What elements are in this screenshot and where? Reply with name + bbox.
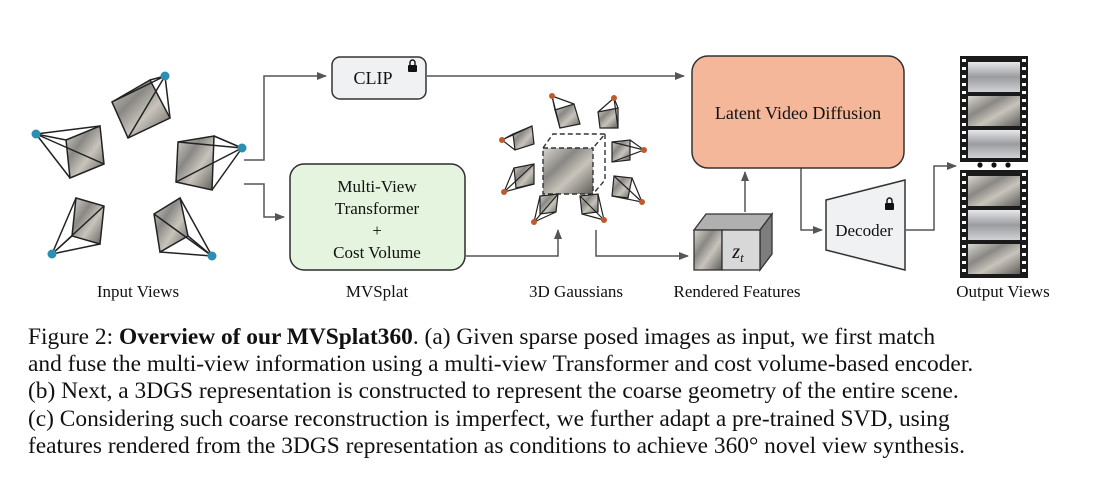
- camera-frustum: [47, 197, 105, 259]
- rendered-features-block: zt: [692, 212, 774, 272]
- decoder-block: Decoder: [825, 179, 906, 271]
- decoder-label: Decoder: [835, 221, 893, 240]
- gaussian-camera: [501, 163, 535, 195]
- caption-line-2: and fuse the multi-view information usin…: [28, 351, 974, 378]
- figure-caption: Figure 2: Overview of our MVSplat360. (a…: [28, 324, 1078, 460]
- camera-center-dot: [47, 249, 57, 259]
- caption-line-3: (b) Next, a 3DGS representation is const…: [28, 378, 959, 405]
- camera-frustum: [153, 196, 217, 261]
- clip-box: CLIP: [331, 56, 427, 100]
- ellipsis-dots: [977, 162, 1011, 168]
- gaussian-camera: [611, 175, 645, 205]
- output-frame: [968, 210, 1020, 240]
- gaussians-scene: [499, 93, 647, 225]
- mvsplat-line-2: Transformer: [335, 199, 420, 218]
- camera-center-dot: [237, 143, 247, 153]
- camera-center-dot: [160, 71, 170, 81]
- camera-center-dot: [207, 251, 217, 261]
- output-frame: [968, 176, 1020, 206]
- camera-center-dot: [31, 129, 41, 139]
- svg-text:zt: zt: [731, 241, 744, 265]
- output-frame: [968, 96, 1020, 126]
- camera-frustum: [111, 71, 172, 140]
- camera-frustum: [31, 124, 105, 180]
- input-views: [31, 71, 247, 261]
- output-frame: [968, 244, 1020, 274]
- output-frame: [968, 62, 1020, 92]
- mvsplat-line-3: +: [372, 221, 382, 240]
- mvsplat-line-1: Multi-View: [337, 177, 417, 196]
- zt-symbol: z: [731, 241, 740, 263]
- gaussian-camera: [499, 125, 535, 151]
- caption-line-5: features rendered from the 3DGS represen…: [28, 432, 965, 459]
- lock-icon: [885, 197, 894, 210]
- mvsplat-label: MVSplat: [346, 282, 409, 301]
- caption-line-4: (c) Considering such coarse reconstructi…: [28, 405, 950, 432]
- mvsplat-encoder-box: Multi-View Transformer + Cost Volume: [289, 163, 466, 271]
- caption-figure-label: Figure 2:: [28, 324, 114, 350]
- gaussian-camera: [579, 193, 607, 223]
- diffusion-label: Latent Video Diffusion: [715, 103, 881, 123]
- zt-subscript: t: [740, 250, 744, 265]
- rendered-features-label: Rendered Features: [674, 282, 801, 301]
- gaussian-camera: [531, 193, 559, 225]
- overview-diagram: Input Views CLIP Multi-View Transformer …: [31, 55, 1050, 301]
- latent-video-diffusion-box: Latent Video Diffusion: [691, 55, 905, 169]
- caption-title: Overview of our MVSplat360: [118, 324, 413, 350]
- gaussian-camera: [549, 93, 581, 129]
- gaussian-camera: [597, 95, 619, 129]
- caption-line-1: . (a) Given sparse posed images as input…: [412, 324, 936, 350]
- input-views-label: Input Views: [97, 282, 179, 301]
- camera-frustum: [175, 135, 247, 191]
- clip-label: CLIP: [353, 68, 392, 88]
- output-views-label: Output Views: [956, 282, 1050, 301]
- gaussian-camera: [611, 139, 647, 163]
- scene-bounding-box: [542, 133, 607, 195]
- gaussians-label: 3D Gaussians: [529, 282, 623, 301]
- mvsplat-line-4: Cost Volume: [333, 243, 421, 262]
- connector-arrows: [244, 72, 957, 260]
- output-views-filmstrip: [960, 56, 1028, 278]
- output-frame: [968, 130, 1020, 158]
- lock-icon: [408, 59, 417, 72]
